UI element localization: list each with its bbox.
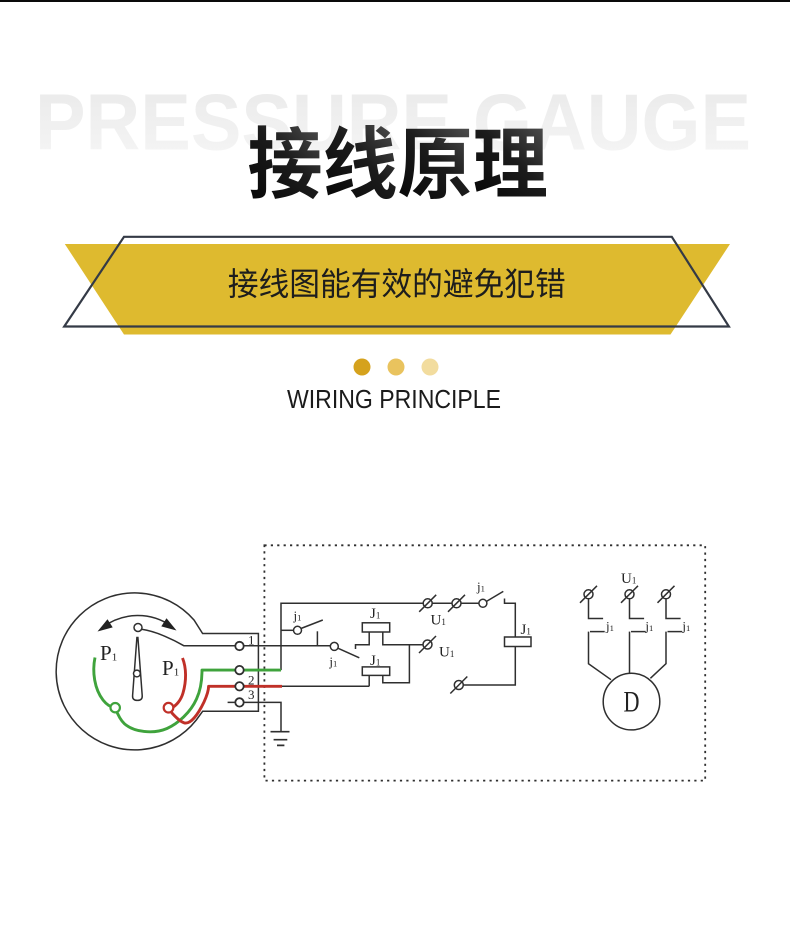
svg-text:j1: j1: [476, 579, 485, 594]
svg-text:3: 3: [248, 687, 255, 702]
svg-text:U1: U1: [439, 645, 454, 661]
svg-text:j1: j1: [605, 619, 614, 634]
svg-text:j1: j1: [644, 619, 653, 634]
svg-text:2: 2: [248, 673, 255, 688]
svg-text:D: D: [624, 686, 640, 719]
svg-text:J1: J1: [370, 653, 380, 669]
svg-text:PRESSURE GAUGE: PRESSURE GAUGE: [35, 78, 751, 167]
svg-text:J1: J1: [370, 606, 380, 622]
svg-text:J1: J1: [521, 622, 531, 638]
svg-text:j1: j1: [681, 619, 690, 634]
svg-text:U1: U1: [431, 613, 446, 629]
svg-text:j1: j1: [328, 654, 337, 669]
svg-text:WIRING PRINCIPLE: WIRING PRINCIPLE: [287, 384, 501, 414]
svg-text:U1: U1: [621, 571, 636, 587]
svg-text:1: 1: [248, 632, 255, 647]
svg-text:j1: j1: [293, 608, 302, 623]
